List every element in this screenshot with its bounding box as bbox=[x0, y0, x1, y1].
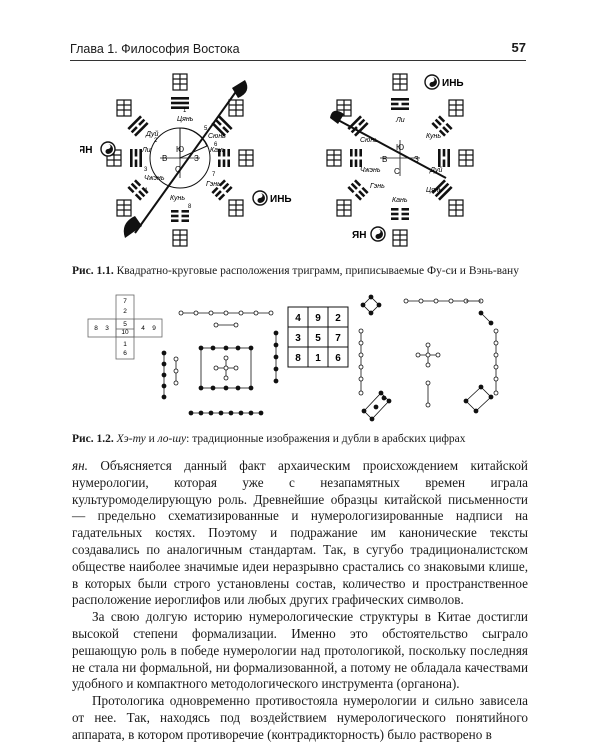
yin-yang-icon bbox=[252, 190, 268, 206]
figure-1-2-caption: Рис. 1.2. Хэ-ту и ло-шу: традиционные из… bbox=[72, 432, 526, 447]
yin-yang-icon bbox=[370, 226, 386, 242]
dir-north: Ю bbox=[176, 145, 184, 154]
dir-east: З bbox=[194, 154, 199, 163]
label-yang-right: ЯН bbox=[352, 230, 366, 241]
paragraph-1-lead: ян. bbox=[72, 458, 88, 473]
paragraph-1: ян. Объясняется данный факт архаическим … bbox=[72, 458, 528, 609]
he-tu-diagram bbox=[161, 310, 279, 416]
label-kan-right: Кань bbox=[392, 197, 408, 204]
magic-cell: 9 bbox=[315, 313, 321, 324]
magic-cell: 4 bbox=[295, 313, 301, 324]
label-li: Ли bbox=[141, 147, 151, 154]
magic-cell: 7 bbox=[335, 333, 341, 344]
chapter-title: Глава 1. Философия Востока bbox=[70, 42, 240, 56]
dir-south: С bbox=[175, 165, 181, 174]
label-dui-right: Дуй bbox=[429, 166, 443, 174]
magic-cell: 6 bbox=[335, 353, 341, 364]
label-yin-right: ИНЬ bbox=[442, 78, 464, 89]
paragraph-1-text: Объясняется данный факт архаическим прои… bbox=[72, 458, 528, 608]
caption-label: Рис. 1.2. bbox=[72, 433, 114, 445]
num-1: 1 bbox=[183, 108, 187, 114]
magic-cell: 8 bbox=[295, 353, 301, 364]
label-qian-right: Цянь bbox=[426, 187, 443, 194]
label-yin-left: ИНЬ bbox=[270, 194, 292, 205]
caption-mid: и bbox=[145, 433, 158, 445]
magic-cell: 3 bbox=[295, 333, 301, 344]
cross-bottom: 1 bbox=[123, 341, 127, 348]
body-text: ян. Объясняется данный факт архаическим … bbox=[72, 458, 528, 744]
label-zhen-right: Чжэнь bbox=[360, 167, 381, 174]
dir-east-right: З bbox=[414, 155, 419, 164]
caption-he-tu: Хэ-ту bbox=[116, 433, 146, 445]
page-number: 57 bbox=[511, 40, 526, 55]
cross-left: 8 bbox=[94, 325, 98, 332]
label-xun: Сюнь bbox=[208, 133, 226, 140]
label-dui: Дуй bbox=[145, 130, 159, 138]
cross-top2: 2 bbox=[123, 308, 127, 315]
label-zhen: Чжэнь bbox=[144, 175, 165, 182]
dir-south-right: С bbox=[394, 167, 400, 176]
caption-text: Квадратно-круговые расположения триграмм… bbox=[113, 265, 519, 277]
yin-yang-icon bbox=[424, 74, 440, 90]
label-xun-right: Сюнь bbox=[360, 137, 378, 144]
caption-lo-shu: ло-шу bbox=[157, 433, 187, 445]
label-li-right: Ли bbox=[395, 117, 405, 124]
label-yang-left: ЯН bbox=[80, 145, 92, 156]
num-4: 4 bbox=[144, 188, 148, 194]
label-gen-right: Гэнь bbox=[370, 183, 385, 190]
figure-1-1-caption: Рис. 1.1. Квадратно-круговые расположени… bbox=[72, 264, 526, 279]
cross-right: 4 bbox=[141, 325, 145, 332]
running-header: Глава 1. Философия Востока 57 bbox=[70, 40, 526, 60]
figure-1-2-he-tu-lo-shu: 7 2 8 3 5 10 4 9 1 6 bbox=[87, 294, 499, 422]
dir-north-right: Ю bbox=[396, 143, 404, 152]
lo-shu-diagram bbox=[358, 294, 499, 422]
caption-rest: : традиционные изображения и дубли в ара… bbox=[186, 433, 466, 445]
num-3: 3 bbox=[144, 167, 148, 173]
magic-cell: 5 bbox=[315, 333, 321, 344]
label-qian: Цянь bbox=[177, 116, 194, 123]
right-trigram-diagram: Ю В З С Ли ИНЬ Кань ЯН Сюнь Кунь Чжэнь bbox=[326, 73, 474, 247]
label-kun-right: Кунь bbox=[426, 133, 441, 140]
cross-top: 7 bbox=[123, 298, 127, 305]
paragraph-2: За свою долгую историю нумерологические … bbox=[72, 609, 528, 692]
cross-bottom2: 6 bbox=[123, 350, 127, 357]
cross-center: 5 bbox=[123, 321, 127, 328]
label-kun: Кунь bbox=[170, 195, 185, 202]
magic-square: 4 9 2 3 5 7 8 1 6 bbox=[287, 306, 349, 368]
figure-1-1-trigram-diagrams: Ю В З С Цянь 1 Кунь 8 Дуй 2 Сюнь 5 Ли 3 bbox=[80, 73, 474, 247]
magic-cell: 2 bbox=[335, 313, 341, 324]
header-rule bbox=[70, 60, 526, 61]
num-5: 5 bbox=[204, 126, 208, 132]
num-7: 7 bbox=[212, 172, 216, 178]
cross-number-diagram: 7 2 8 3 5 10 4 9 1 6 bbox=[87, 294, 163, 360]
paragraph-3: Протологика одновременно противостояла н… bbox=[72, 693, 528, 742]
dir-west: В bbox=[162, 154, 167, 163]
num-6: 6 bbox=[214, 142, 218, 148]
label-kan: Кань bbox=[210, 147, 226, 154]
cross-center2: 10 bbox=[121, 329, 129, 336]
magic-cell: 1 bbox=[315, 353, 321, 364]
num-8: 8 bbox=[188, 204, 192, 210]
caption-label: Рис. 1.1. bbox=[72, 265, 114, 277]
cross-left2: 3 bbox=[105, 325, 109, 332]
dir-west-right: В bbox=[382, 155, 387, 164]
num-2: 2 bbox=[154, 138, 158, 144]
yin-yang-icon bbox=[100, 141, 116, 157]
label-gen: Гэнь bbox=[206, 181, 221, 188]
cross-right2: 9 bbox=[152, 325, 156, 332]
left-trigram-diagram: Ю В З С Цянь 1 Кунь 8 Дуй 2 Сюнь 5 Ли 3 bbox=[80, 73, 292, 247]
